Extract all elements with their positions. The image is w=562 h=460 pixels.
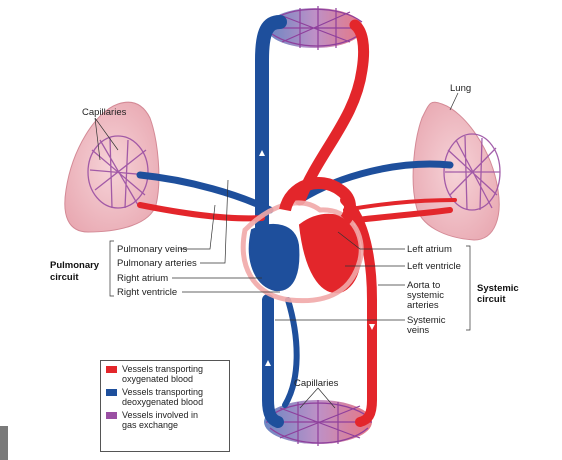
label-right-ventricle: Right ventricle [117, 287, 177, 298]
legend-swatch-oxygenated [106, 366, 117, 373]
leader-pulmonary-veins [180, 204, 216, 250]
label-aorta-2: systemic [407, 290, 444, 301]
right-lung [412, 101, 500, 241]
right-lung-capillaries [443, 133, 501, 211]
legend-swatch-deoxygenated [106, 389, 117, 396]
legend: Vessels transporting oxygenated blood Ve… [100, 360, 230, 452]
label-capillaries-bottom: Capillaries [294, 378, 339, 389]
legend-text-deoxygenated-2: deoxygenated blood [122, 397, 204, 407]
aortic-arch [279, 176, 356, 225]
flow-arrows [259, 104, 375, 366]
legend-text-oxygenated-2: oxygenated blood [122, 374, 194, 384]
top-capillary-bed [267, 6, 364, 50]
label-aorta-3: arteries [407, 300, 439, 311]
left-lung-capillaries [87, 135, 149, 209]
label-systemic-circuit-2: circuit [477, 294, 506, 305]
leader-capillaries-bottom [299, 387, 336, 409]
bottom-capillary-bed [264, 400, 372, 446]
leader-capillaries-top-left [94, 117, 119, 161]
leader-lung [449, 92, 459, 111]
label-capillaries-top-left: Capillaries [82, 107, 127, 118]
legend-text-gas-exchange-1: Vessels involved in [122, 410, 199, 420]
label-pulmonary-arteries: Pulmonary arteries [117, 258, 197, 269]
systemic-bracket [466, 245, 471, 331]
label-right-atrium: Right atrium [117, 273, 168, 284]
legend-text-oxygenated-1: Vessels transporting [122, 364, 204, 374]
label-systemic-veins-2: veins [407, 325, 429, 336]
legend-text-deoxygenated-1: Vessels transporting [122, 387, 204, 397]
legend-swatch-gas-exchange [106, 412, 117, 419]
label-left-atrium: Left atrium [407, 244, 452, 255]
label-lung: Lung [450, 83, 471, 94]
label-systemic-veins-1: Systemic [407, 315, 446, 326]
label-aorta-1: Aorta to [407, 280, 440, 291]
label-pulmonary-circuit-1: Pulmonary [50, 260, 100, 271]
deoxygenated-vessels [136, 15, 454, 428]
legend-item-oxygenated: Vessels transporting oxygenated blood [106, 364, 225, 384]
corner-tab [0, 426, 8, 460]
pulmonary-bracket [109, 240, 114, 297]
legend-item-gas-exchange: Vessels involved in gas exchange [106, 410, 225, 430]
leader-pulmonary-arteries [200, 179, 229, 264]
heart [240, 200, 364, 304]
label-pulmonary-veins: Pulmonary veins [117, 244, 187, 255]
label-left-ventricle: Left ventricle [407, 261, 461, 272]
legend-item-deoxygenated: Vessels transporting deoxygenated blood [106, 387, 225, 407]
label-pulmonary-circuit-2: circuit [50, 272, 79, 283]
leader-left-atrium [337, 231, 405, 250]
label-systemic-circuit-1: Systemic [477, 283, 519, 294]
legend-text-gas-exchange-2: gas exchange [122, 420, 179, 430]
